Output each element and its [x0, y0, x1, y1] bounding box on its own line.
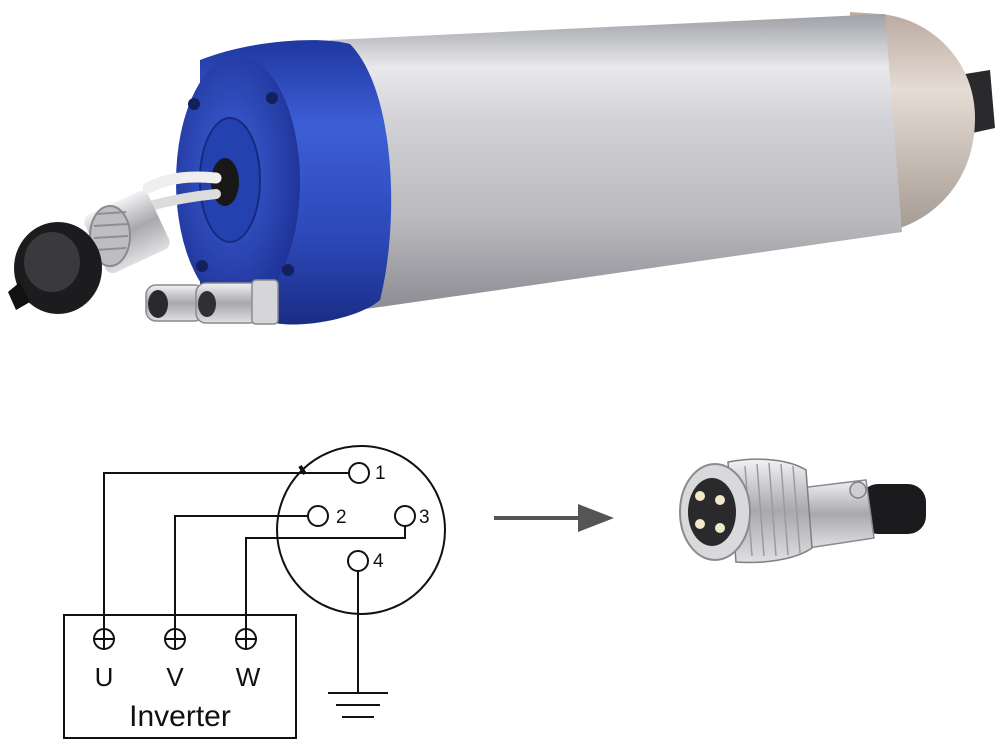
- water-fitting: [195, 279, 279, 325]
- wiring-diagram: [63, 445, 446, 739]
- pin-2: [307, 505, 329, 527]
- plug-pin-socket: [695, 519, 705, 529]
- cable: [142, 171, 222, 194]
- terminal-w-label: W: [236, 662, 261, 692]
- plug-cable: [860, 484, 926, 534]
- aviation-plug-socket: [84, 190, 170, 274]
- plug-pin-socket: [715, 495, 725, 505]
- plug-coupling-nut: [727, 458, 813, 564]
- pin-2-label: 2: [336, 507, 347, 528]
- circled-plus-icon: [164, 628, 186, 650]
- inverter-label: Inverter: [129, 700, 231, 733]
- spindle-motor-image: [8, 12, 995, 325]
- terminal-u-label: U: [95, 662, 114, 692]
- connector-outline: [276, 445, 446, 615]
- water-fitting: [145, 284, 205, 322]
- screw-hole-icon: [196, 260, 208, 272]
- plug-pin-socket: [715, 523, 725, 533]
- pin-1-label: 1: [375, 463, 386, 484]
- cable: [145, 189, 221, 211]
- screw-hole-icon: [266, 92, 278, 104]
- pin-4: [347, 550, 369, 572]
- wire-w: [245, 526, 406, 630]
- screw-hole-icon: [282, 264, 294, 276]
- spindle-body: [330, 14, 902, 312]
- pin-3: [394, 505, 416, 527]
- wire-v: [174, 515, 308, 630]
- inverter-box: [63, 614, 297, 739]
- screw-hole-icon: [188, 98, 200, 110]
- ground-icon: [328, 692, 388, 718]
- dust-cap: [8, 222, 102, 314]
- pin-1: [348, 462, 370, 484]
- pin-4-label: 4: [373, 551, 384, 572]
- terminal-v-label: V: [166, 662, 184, 692]
- plug-pin-socket: [695, 491, 705, 501]
- circled-plus-icon: [235, 628, 257, 650]
- circled-plus-icon: [93, 628, 115, 650]
- wire-u: [103, 472, 349, 630]
- right-arrow-icon: [494, 504, 614, 532]
- pin-3-label: 3: [419, 507, 430, 528]
- aviation-plug-image: [679, 458, 926, 564]
